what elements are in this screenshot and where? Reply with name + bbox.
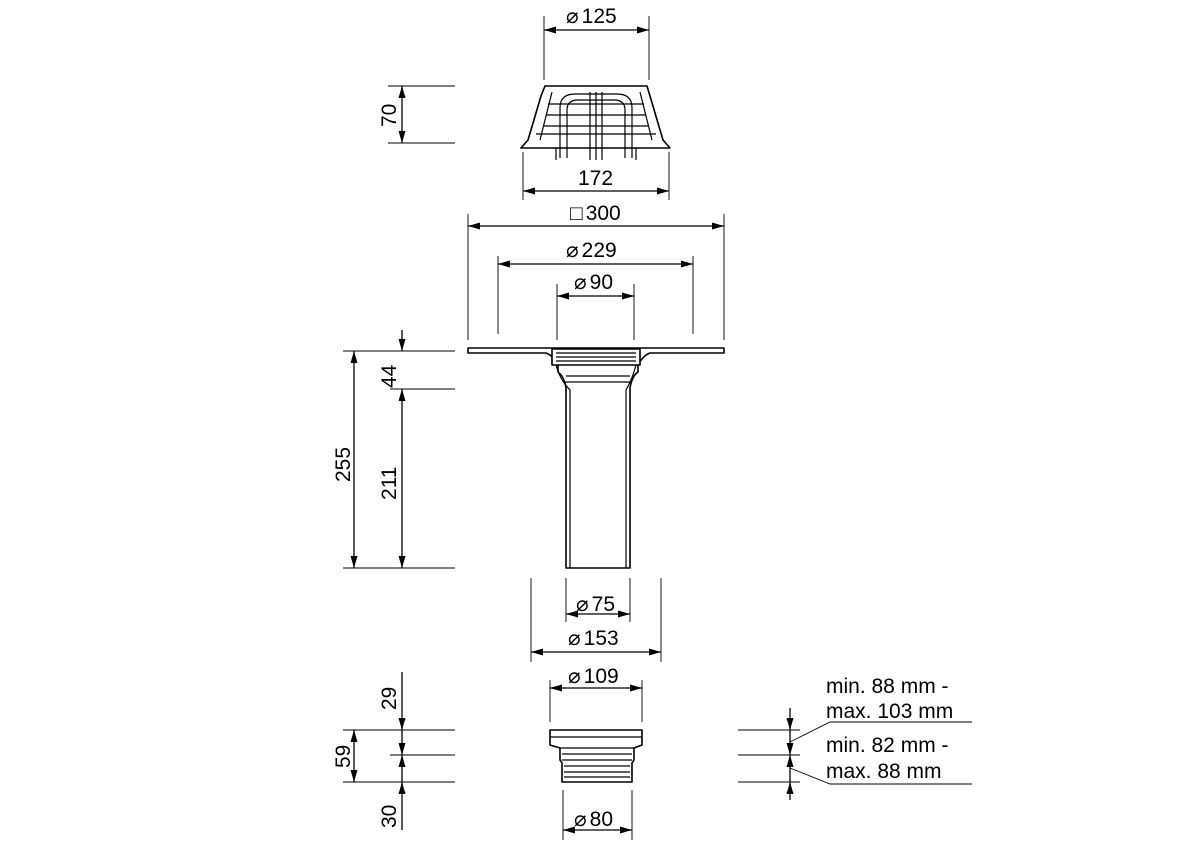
label-grate-top-diameter: ⌀125 (566, 5, 617, 28)
note-upper-line2: max. 103 mm (826, 700, 953, 723)
insert-piece (549, 729, 643, 783)
label-insert-bottom-height: 30 (378, 805, 401, 828)
label-grate-base-width: 172 (578, 167, 613, 190)
label-outlet-inner-diameter: ⌀90 (574, 271, 613, 294)
label-flange-square: □300 (570, 202, 621, 225)
label-flange-height: 44 (378, 364, 401, 388)
drain-body (467, 347, 725, 569)
label-flange-ring-diameter: ⌀229 (566, 239, 617, 262)
label-pipe-diameter: ⌀75 (576, 593, 615, 616)
note-lower-line1: min. 82 mm - (826, 734, 949, 757)
dimension-lines (343, 16, 972, 840)
label-grate-height: 70 (378, 104, 401, 127)
note-lower-line2: max. 88 mm (826, 760, 942, 783)
label-insert-bottom-diameter: ⌀80 (574, 808, 613, 831)
range-notes: min. 88 mm - max. 103 mm min. 82 mm - ma… (826, 675, 953, 783)
label-insert-mid-height: 59 (332, 745, 355, 768)
label-pipe-outer-diameter: ⌀153 (568, 627, 619, 650)
dimension-labels: ⌀125 70 172 □300 ⌀229 ⌀90 255 44 211 ⌀75… (332, 5, 621, 831)
label-insert-top-diameter: ⌀109 (568, 665, 619, 688)
grate (520, 85, 671, 160)
label-pipe-length: 211 (378, 467, 401, 500)
label-total-height: 255 (332, 447, 355, 482)
label-insert-top-height: 29 (378, 687, 401, 710)
note-upper-line1: min. 88 mm - (826, 675, 949, 698)
